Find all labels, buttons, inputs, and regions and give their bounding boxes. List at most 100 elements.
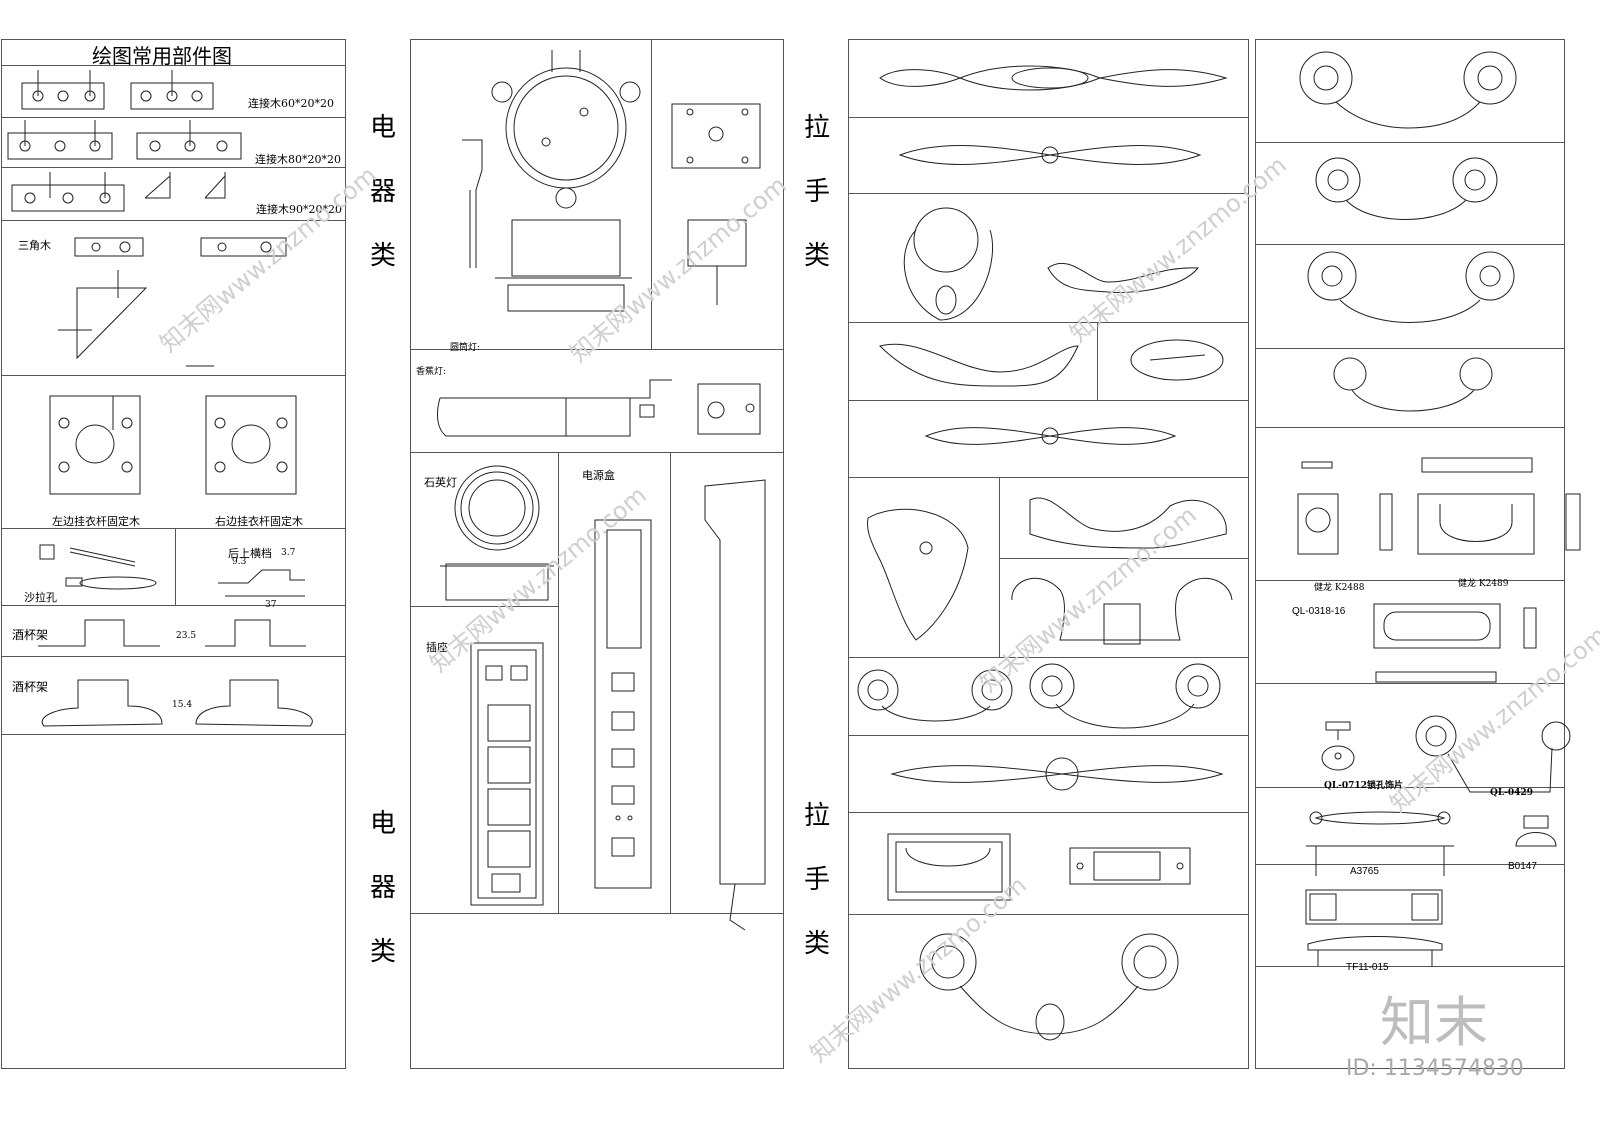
handle-plate-1 — [887, 833, 1011, 901]
handle-bail-large — [919, 933, 1179, 1041]
handles-panel-b — [1255, 39, 1565, 1069]
electrical-heading-top-3: 类 — [369, 241, 396, 271]
handle-rococo-bar — [1029, 497, 1227, 549]
connector-60-drawing — [21, 70, 214, 110]
divider — [1, 117, 346, 118]
dim-3-7: 3.7 — [281, 548, 296, 558]
divider — [1, 167, 346, 168]
divider — [651, 39, 652, 349]
handle-ring-k2489 — [1417, 457, 1581, 555]
divider — [848, 322, 1249, 323]
handles-heading-bottom-3: 类 — [803, 929, 830, 959]
code-ql0318: QL-0318-16 — [1292, 606, 1346, 617]
handle-eagle-bar — [1011, 577, 1233, 645]
code-a3765: A3765 — [1350, 866, 1379, 877]
divider — [1, 734, 346, 735]
code-ql0429: QL-0429 — [1490, 788, 1533, 798]
label-cup-rack-1: 酒杯架 — [12, 628, 49, 642]
label-connector-60: 连接木60*20*20 — [248, 97, 334, 110]
divider — [1, 65, 346, 66]
divider — [1255, 348, 1565, 349]
divider — [848, 812, 1249, 813]
divider — [1, 375, 346, 376]
code-b0147: B0147 — [1508, 861, 1537, 872]
sheet-title: 绘图常用部件图 — [92, 44, 232, 68]
handle-bail-b1 — [1299, 51, 1517, 129]
electrical-heading-top-1: 电 — [369, 113, 396, 143]
cup-rack-drawing — [38, 619, 313, 727]
label-power-box: 电源盒 — [582, 469, 615, 482]
divider — [410, 606, 558, 607]
divider — [1, 605, 346, 606]
handle-ornament-4 — [890, 757, 1224, 791]
handle-bail-b2 — [1315, 157, 1498, 220]
handle-keyhole — [1321, 721, 1355, 771]
divider — [1097, 322, 1098, 400]
electrical-heading-bottom-1: 电 — [369, 809, 396, 839]
socket-drawing — [470, 642, 544, 906]
handle-a3765 — [1306, 811, 1454, 876]
code-k2489: 健龙 K2489 — [1458, 579, 1509, 589]
handle-bail-b3 — [1307, 251, 1515, 323]
handle-bail-b4 — [1333, 357, 1493, 412]
label-connector-80: 连接木80*20*20 — [255, 153, 341, 166]
connector-90-drawing — [11, 172, 226, 212]
electrical-panel — [410, 39, 784, 1069]
connector-80-drawing — [7, 120, 242, 160]
handle-ql0429 — [1415, 715, 1571, 793]
divider — [1255, 580, 1565, 581]
watermark-id: ID: 1134574830 — [1346, 1056, 1524, 1081]
divider — [1255, 142, 1565, 143]
divider — [410, 349, 784, 350]
handle-recessed — [1373, 603, 1537, 683]
divider — [410, 452, 784, 453]
dim-15-4: 15.4 — [172, 700, 193, 710]
handle-rosette-2 — [1029, 663, 1221, 729]
divider — [1255, 427, 1565, 428]
handle-plate-2 — [1069, 847, 1191, 885]
label-aroma-lamp: 香蕉灯: — [416, 367, 447, 377]
divider — [999, 558, 1249, 559]
divider — [1, 220, 346, 221]
spot-lamp-drawing — [671, 103, 761, 305]
dim-23-5: 23.5 — [176, 631, 197, 641]
handles-heading-top-2: 手 — [803, 177, 830, 207]
divider — [1255, 244, 1565, 245]
handles-heading-top-3: 类 — [803, 241, 830, 271]
label-cup-rack-2: 酒杯架 — [12, 680, 49, 694]
handle-ornament-3 — [924, 427, 1177, 445]
label-socket: 插座 — [426, 641, 448, 654]
divider — [1255, 966, 1565, 967]
divider — [1255, 787, 1565, 788]
watermark-logo: 知末 — [1380, 991, 1488, 1054]
label-right-rod-holder: 右边挂衣杆固定木 — [215, 515, 303, 528]
handle-b0147 — [1515, 815, 1557, 847]
code-k2488: 健龙 K2488 — [1314, 583, 1365, 593]
dim-9-3: 9.3 — [232, 557, 247, 567]
divider — [1255, 864, 1565, 865]
handle-scroll-2 — [879, 343, 1079, 387]
handle-tf11 — [1305, 889, 1443, 966]
handles-heading-bottom-1: 拉 — [803, 801, 830, 831]
divider — [558, 452, 559, 913]
divider — [175, 528, 176, 605]
divider — [670, 452, 671, 913]
electrical-heading-bottom-3: 类 — [369, 937, 396, 967]
divider — [848, 477, 1249, 478]
code-ql0712: QL-0712锁孔饰片 — [1324, 781, 1403, 791]
divider — [848, 657, 1249, 658]
handles-panel-a — [848, 39, 1249, 1069]
electrical-heading-bottom-2: 器 — [369, 873, 396, 903]
label-quartz-lamp: 石英灯 — [424, 476, 457, 489]
handle-drop-ring — [903, 207, 994, 321]
power-strip-drawing — [594, 479, 766, 931]
divider — [848, 117, 1249, 118]
label-sofa-hole: 沙拉孔 — [24, 591, 57, 604]
divider — [1, 656, 346, 657]
handle-ornament-2 — [898, 145, 1202, 165]
dim-37: 37 — [265, 600, 277, 610]
hole-and-rail-drawing — [39, 544, 305, 597]
divider — [848, 914, 1249, 915]
handle-ornament-1 — [879, 65, 1228, 91]
